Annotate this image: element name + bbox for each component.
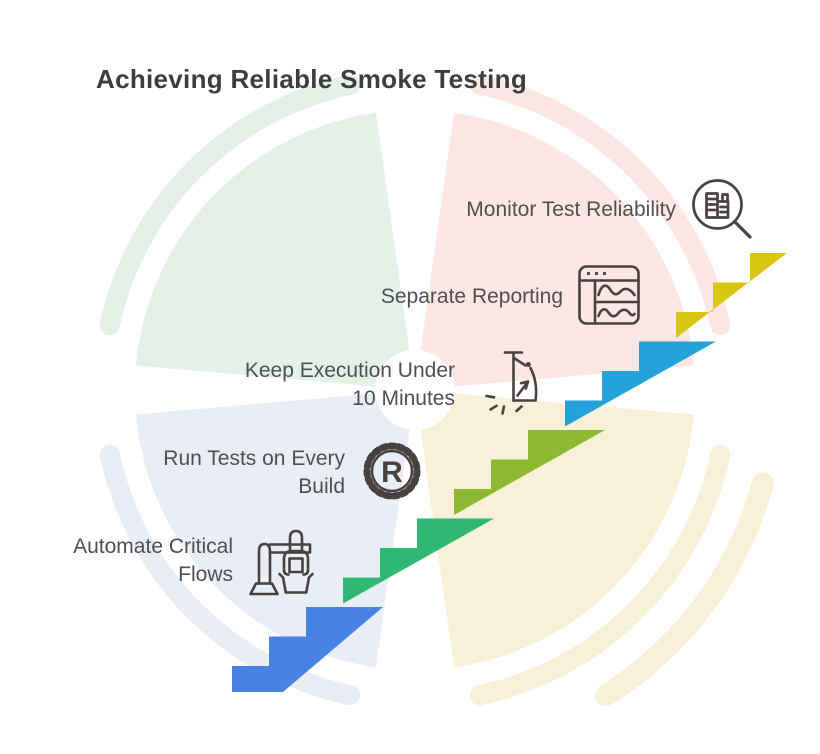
window-dot-2: [594, 271, 599, 276]
step-label-monitor-test-reliability: Monitor Test Reliability: [466, 196, 676, 224]
page-title: Achieving Reliable Smoke Testing: [96, 64, 528, 94]
label-line-2: Build: [298, 475, 345, 498]
robot-shoulder: [288, 529, 304, 554]
label-line-1: Automate Critical: [73, 535, 233, 558]
robot-column: [257, 542, 272, 585]
robot-gripper: [282, 549, 310, 576]
window-dot-3: [602, 271, 607, 276]
label-line-1: Run Tests on Every: [163, 447, 345, 470]
crescent-cream-outer: [594, 472, 774, 707]
stair-band-1: [232, 607, 383, 692]
step-label-separate-reporting: Separate Reporting: [381, 283, 563, 311]
chart-report-glyph: [705, 192, 730, 219]
petal-green: [136, 112, 414, 391]
stair-band-5: [676, 253, 787, 338]
label-line-1: Separate Reporting: [380, 285, 563, 308]
robot-cube: [288, 557, 304, 574]
step-label-keep-execution-under-10-minutes: Keep Execution Under 10 Minutes: [245, 357, 455, 413]
robot-arm-icon: [249, 529, 314, 596]
report-wave-bottom: [597, 308, 636, 318]
timer-rays: [485, 394, 523, 415]
crescent-cream: [469, 444, 731, 706]
step-label-automate-critical-flows: Automate Critical Flows: [73, 533, 233, 589]
report-grid-lines: [593, 279, 640, 325]
magnifier-chart-icon: [692, 179, 752, 239]
gear-letter: R: [381, 456, 403, 489]
gear-ring: [370, 449, 414, 493]
label-line-1: Keep Execution Under: [244, 359, 455, 382]
stair-band-2: [343, 518, 494, 604]
petal-pink: [416, 112, 694, 391]
robot-box: [278, 572, 314, 594]
report-wave-top: [597, 284, 636, 297]
report-window-icon: [578, 265, 640, 325]
label-line-2: 10 Minutes: [352, 387, 455, 410]
crescent-gray: [99, 444, 361, 706]
petal-gray: [136, 389, 414, 668]
gear-build-icon: R: [363, 442, 421, 500]
stair-band-4: [565, 341, 716, 427]
timer-needle: [516, 380, 530, 397]
stair-band-3: [454, 430, 605, 515]
magnifier-handle: [732, 219, 752, 239]
timer-knob: [525, 362, 531, 367]
step-label-run-tests-on-every-build: Run Tests on Every Build: [163, 445, 345, 501]
label-line-2: Flows: [178, 563, 233, 586]
timer-icon: [485, 351, 538, 415]
window-dot-1: [586, 271, 591, 276]
magnifier-lens: [692, 179, 743, 230]
report-window-frame: [578, 265, 640, 325]
crescent-green: [99, 74, 361, 336]
robot-base: [249, 582, 279, 596]
crescent-pink: [469, 74, 731, 336]
timer-gauge: [512, 356, 538, 402]
staircase: [232, 253, 787, 692]
label-line-1: Monitor Test Reliability: [466, 198, 676, 221]
gear-teeth: [363, 442, 421, 500]
timer-stem: [503, 351, 524, 402]
